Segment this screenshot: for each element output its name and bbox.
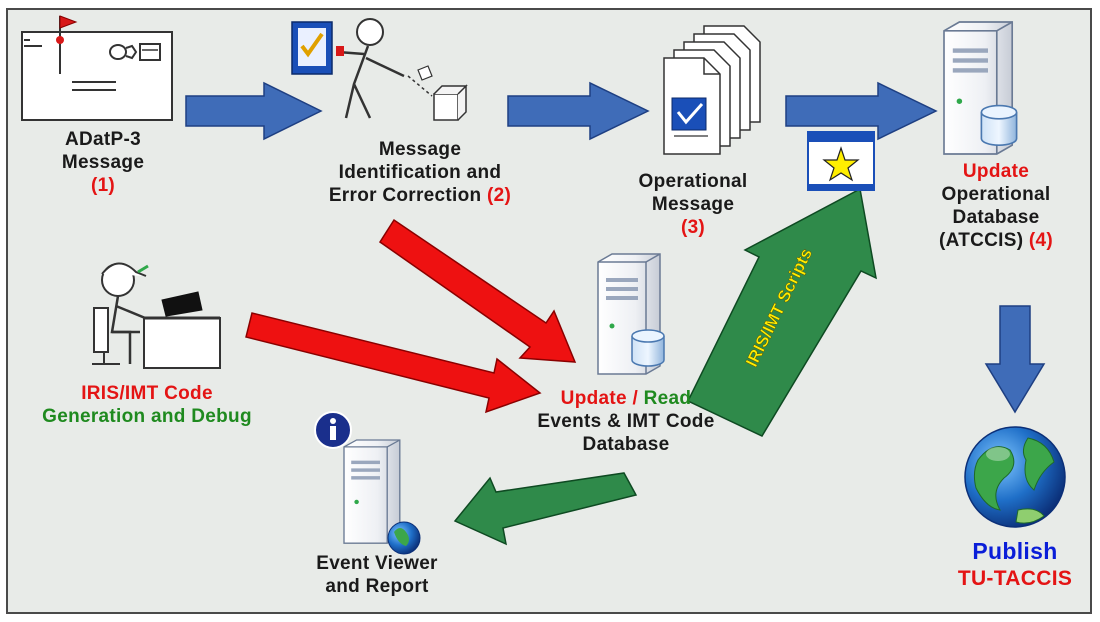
label-viewer-line1: Event Viewer — [316, 553, 438, 574]
label-msgid-line1: Message — [378, 139, 462, 160]
label-events-line2: Events & IMT Code — [537, 411, 715, 432]
label-msgid-line2: Identification and — [338, 162, 502, 183]
label-opmsg-line2: Message — [651, 194, 735, 215]
label-publish: Publish TU-TACCIS — [920, 538, 1090, 592]
label-opdb: Update Operational Database (ATCCIS) (4) — [906, 160, 1086, 252]
small-globe-icon — [387, 521, 421, 555]
arrow-events-to-opmsg-scripts — [686, 187, 877, 437]
arrow-adatp3-to-msgid — [185, 81, 323, 141]
label-adatp3-line2: Message — [61, 152, 145, 173]
label-opdb-line4-wrap: (ATCCIS) (4) — [906, 229, 1086, 252]
label-adatp3: ADatP-3 Message (1) — [28, 128, 178, 197]
info-icon — [314, 411, 352, 449]
arrow-opmsg-to-opdb — [785, 81, 938, 141]
label-adatp3-number: (1) — [90, 175, 116, 196]
label-opdb-line3: Database — [952, 207, 1040, 228]
star-window-icon — [807, 131, 875, 191]
diagram-frame: IRIS/IMT Scripts ADatP-3 Message (1) Mes… — [6, 8, 1092, 614]
label-opdb-update: Update — [962, 161, 1030, 182]
server-database-icon — [943, 21, 1018, 155]
arrow-opdb-to-publish — [984, 305, 1046, 414]
label-opdb-number: (4) — [1028, 230, 1054, 251]
label-events-line3: Database — [582, 434, 670, 455]
label-events-read: Read — [643, 388, 692, 409]
label-publish-line1: Publish — [972, 538, 1058, 564]
arrow-events-to-viewer — [453, 472, 638, 546]
label-events-separator: / — [632, 388, 639, 409]
programmer-at-desk-icon — [92, 262, 221, 369]
arrow-msgid-to-events — [378, 218, 577, 363]
label-viewer: Event Viewer and Report — [292, 552, 462, 598]
label-iris-line2: Generation and Debug — [42, 406, 252, 427]
label-opmsg-number: (3) — [680, 217, 706, 238]
arrow-iris-to-events — [245, 312, 542, 414]
envelope-icon — [21, 15, 173, 121]
globe-icon — [964, 426, 1066, 528]
label-events: Update / Read Events & IMT Code Database — [506, 387, 746, 456]
label-opmsg: Operational Message (3) — [618, 170, 768, 239]
label-events-line1: Update / Read — [506, 387, 746, 410]
document-stack-icon — [663, 25, 761, 155]
label-msgid-line3-wrap: Error Correction (2) — [290, 184, 550, 207]
label-viewer-line2: and Report — [325, 576, 429, 597]
diagram-artwork: IRIS/IMT Scripts — [21, 15, 1066, 555]
label-msgid: Message Identification and Error Correct… — [290, 138, 550, 207]
label-msgid-line3: Error Correction — [328, 185, 482, 206]
server-database-icon — [597, 253, 665, 375]
label-adatp3-line1: ADatP-3 — [64, 129, 141, 150]
label-msgid-number: (2) — [487, 185, 512, 206]
label-opdb-line4: (ATCCIS) — [938, 230, 1024, 251]
label-iris-line1: IRIS/IMT Code — [81, 383, 213, 404]
label-publish-line2: TU-TACCIS — [957, 567, 1073, 590]
label-opdb-line2: Operational — [941, 184, 1051, 205]
arrow-msgid-to-opmsg — [507, 81, 650, 141]
person-sorting-icon — [291, 18, 468, 121]
label-opmsg-line1: Operational — [638, 171, 748, 192]
label-iris: IRIS/IMT Code Generation and Debug — [12, 382, 282, 428]
label-events-update: Update — [560, 388, 627, 409]
